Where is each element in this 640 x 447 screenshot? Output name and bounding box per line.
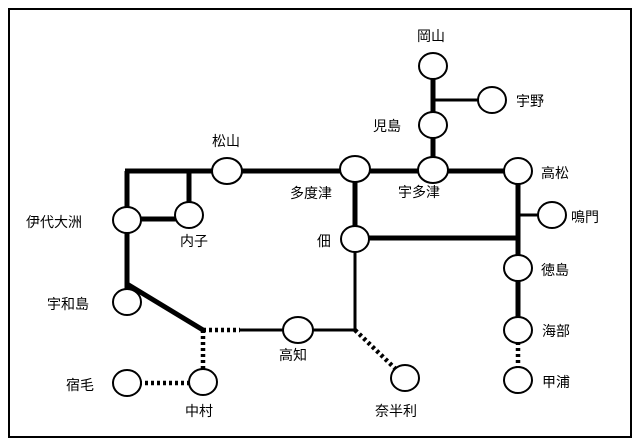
label-uwajima: 宇和島	[47, 297, 89, 313]
station-node-uwajima	[112, 288, 142, 316]
label-uno: 宇野	[516, 94, 544, 110]
label-kochi: 高知	[279, 347, 307, 364]
label-tadotsu: 多度津	[290, 185, 332, 202]
station-node-iyoozu	[112, 206, 142, 234]
station-node-kochi	[282, 316, 314, 344]
station-node-kaifu	[503, 316, 533, 344]
label-iyoozu: 伊代大洲	[26, 215, 82, 231]
station-node-tadotsu	[339, 155, 371, 183]
label-uchiko: 内子	[180, 234, 208, 250]
station-node-naruto	[537, 201, 567, 229]
station-node-utazu	[417, 156, 449, 184]
station-node-uchiko	[174, 201, 204, 229]
station-node-kannoura	[503, 366, 533, 394]
label-nahari: 奈半利	[375, 404, 417, 420]
station-node-nakamura	[188, 368, 218, 396]
label-takamatsu: 高松	[541, 165, 569, 182]
label-tsukuda: 佃	[317, 234, 331, 250]
station-labels: 岡山 宇野 児島 松山 多度津 宇多津 高松 鳴門 伊代大洲 内子 佃 徳島 宇…	[26, 29, 599, 420]
line-uwajima-junction	[125, 281, 205, 333]
label-sukumo: 宿毛	[66, 377, 94, 394]
station-node-sukumo	[112, 369, 142, 397]
label-tokushima: 徳島	[541, 263, 569, 279]
station-node-nahari	[390, 364, 420, 392]
label-okayama: 岡山	[417, 29, 445, 45]
label-kannoura: 甲浦	[542, 375, 570, 391]
label-kojima: 児島	[373, 119, 401, 135]
label-utazu: 宇多津	[398, 184, 440, 201]
station-node-matsuyama	[211, 157, 243, 185]
station-nodes	[112, 52, 567, 397]
label-kaifu: 海部	[542, 324, 570, 340]
label-nakamura: 中村	[185, 404, 213, 420]
station-node-tsukuda	[340, 225, 370, 253]
station-node-kojima	[418, 111, 448, 139]
station-node-tokushima	[503, 254, 533, 282]
station-node-takamatsu	[503, 157, 533, 185]
station-node-okayama	[418, 52, 448, 80]
label-naruto: 鳴門	[571, 210, 599, 226]
label-matsuyama: 松山	[212, 134, 240, 150]
station-node-uno	[477, 86, 507, 114]
diagram-frame	[8, 8, 632, 438]
